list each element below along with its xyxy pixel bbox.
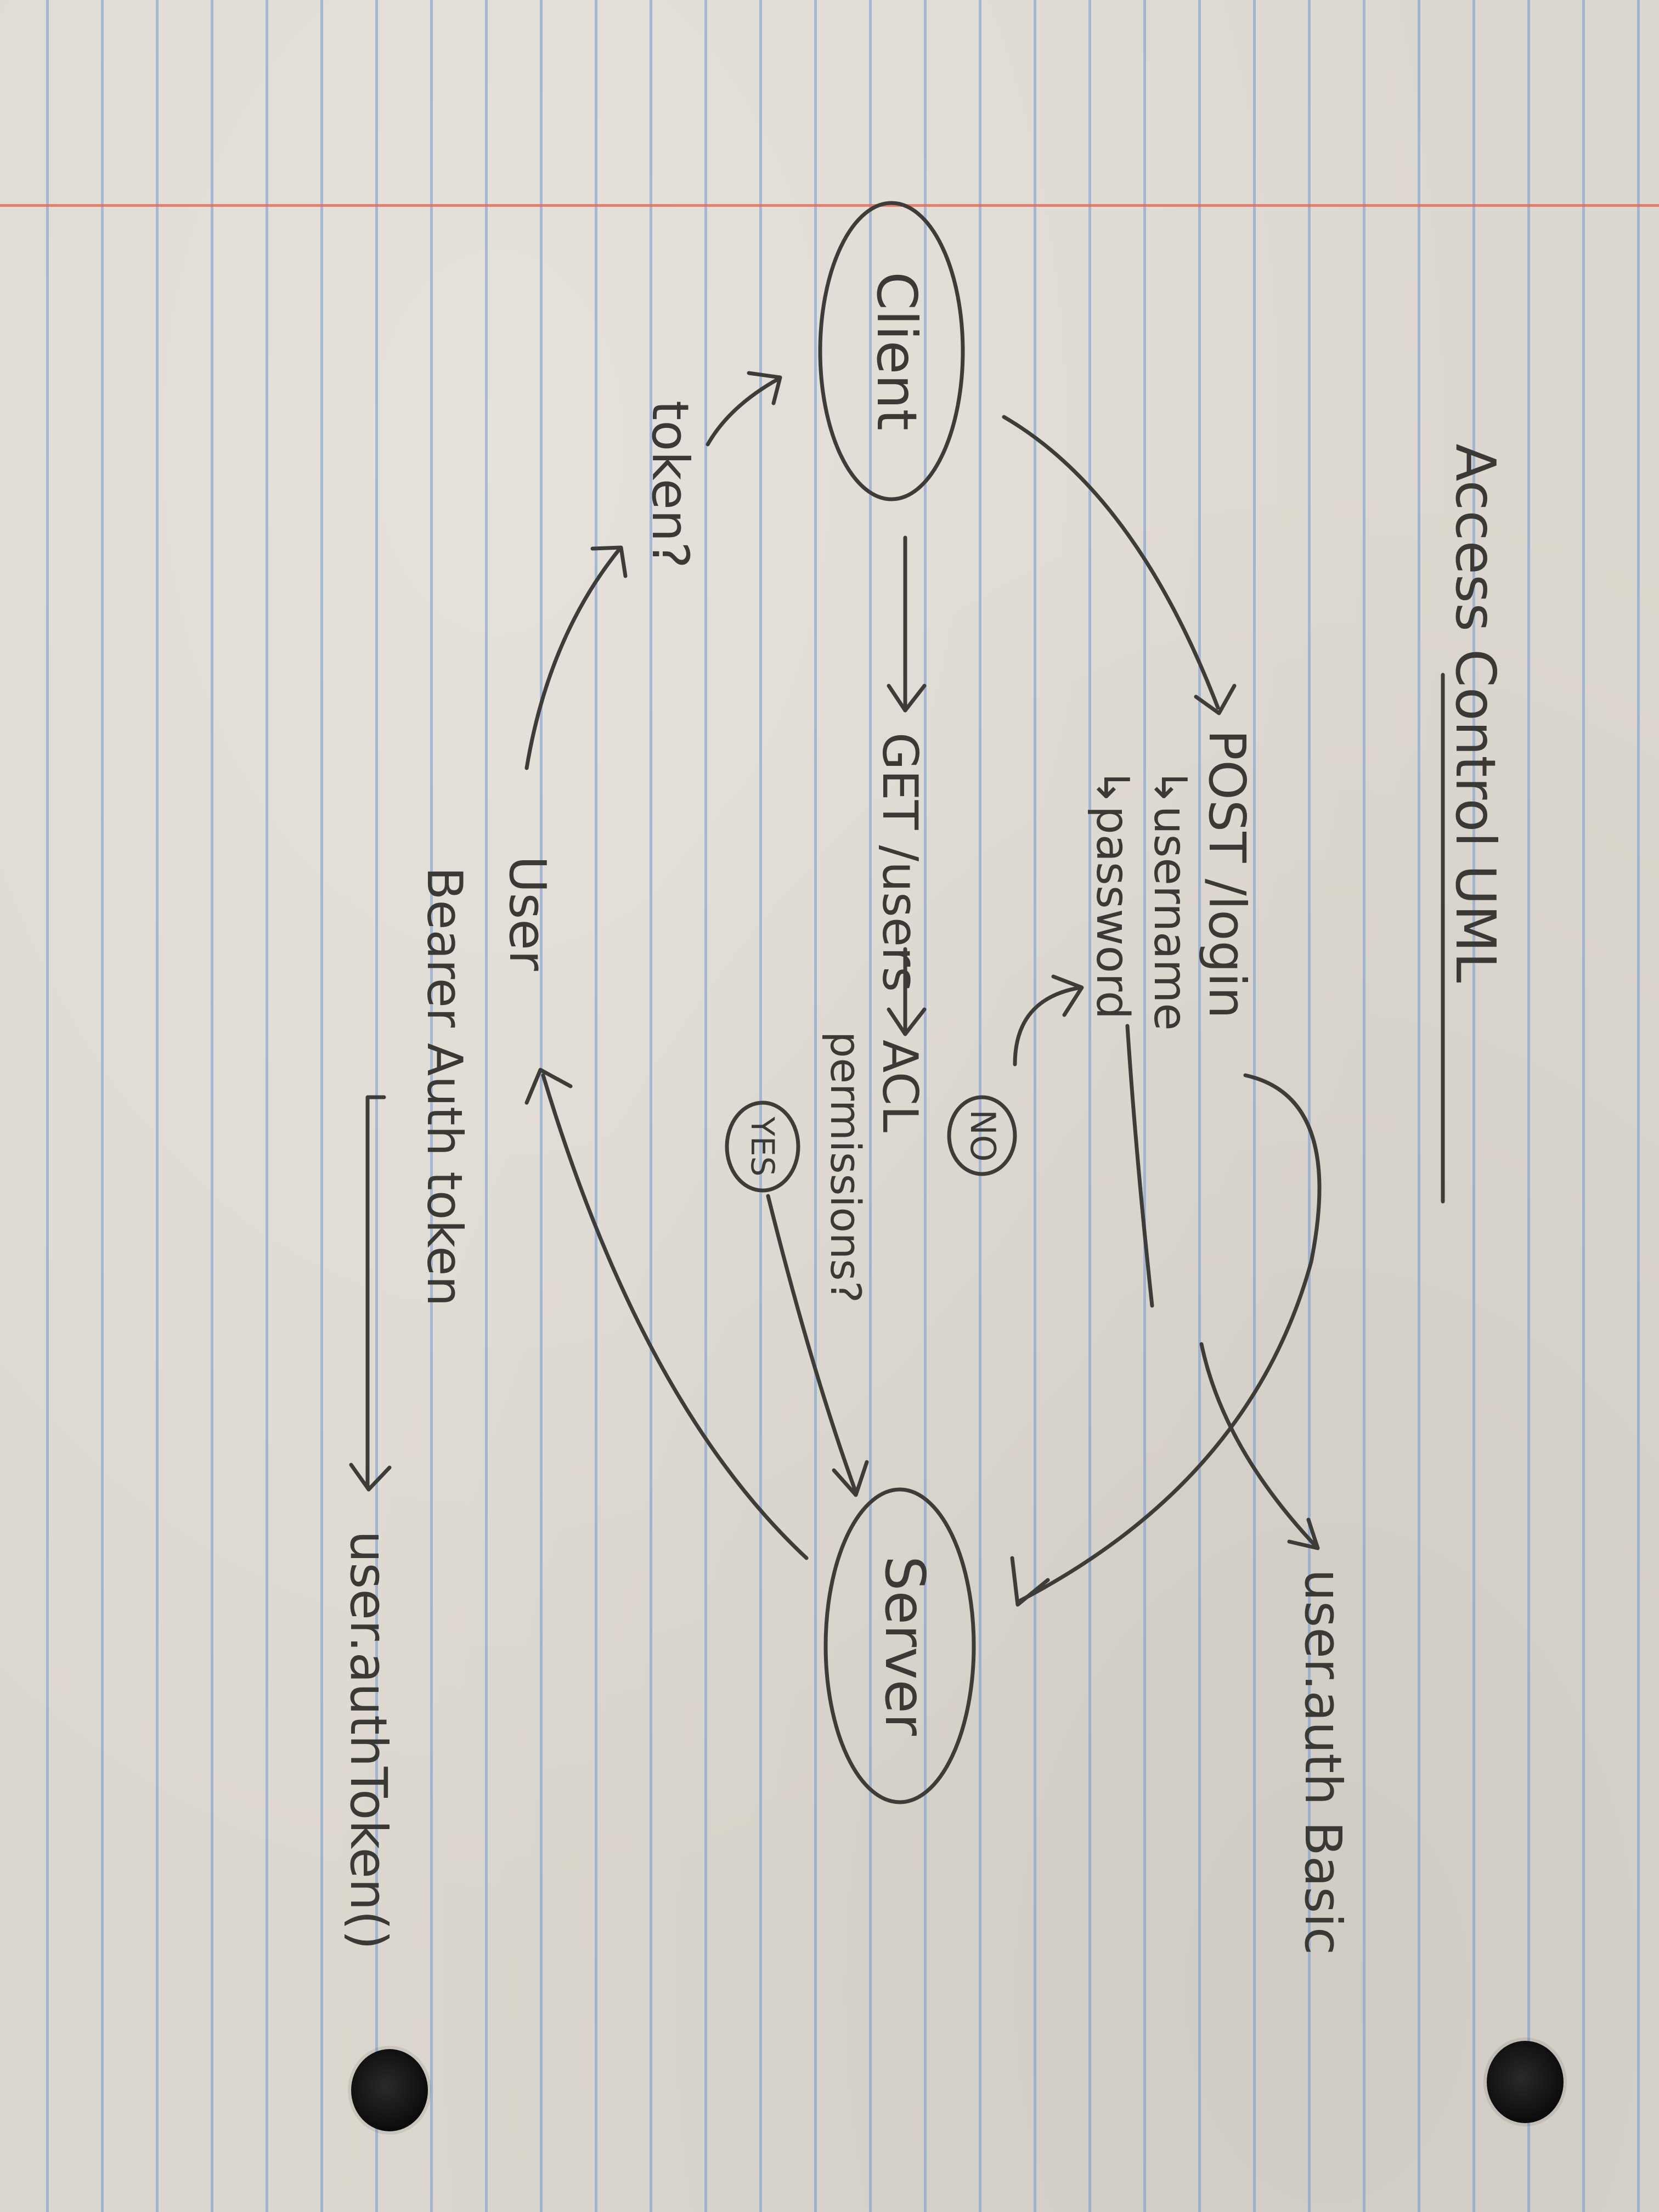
client-to-post-arrow <box>1002 415 1220 710</box>
client-node <box>818 201 965 501</box>
username-label: ↳username <box>1144 768 1196 1031</box>
client-to-get-arrowhead <box>887 684 927 713</box>
bearer-to-token-arrowhead <box>349 1463 392 1492</box>
token-question-label: token? <box>641 400 699 568</box>
yes-arrowhead <box>832 1460 869 1497</box>
yes-to-server-arrow <box>766 1194 858 1494</box>
user-label: User <box>498 856 557 971</box>
bearer-label: Bearer Auth token <box>416 867 473 1306</box>
permissions-label: permissions? <box>821 1031 870 1303</box>
client-to-post-arrowhead <box>1194 684 1237 715</box>
post-login-label: POST /login <box>1198 730 1256 1019</box>
no-label: NO <box>963 1109 1003 1161</box>
post-to-server-arrow <box>1015 1073 1322 1604</box>
user-auth-token-label: user.authToken() <box>339 1531 398 1950</box>
server-to-user-arrow <box>541 1073 809 1560</box>
bearer-to-token-arrow <box>365 1095 386 1489</box>
server-to-user-arrowhead <box>524 1068 573 1105</box>
no-to-password-arrow <box>1013 985 1083 1066</box>
server-node <box>823 1487 976 1804</box>
server-label: Server <box>873 1556 937 1736</box>
yes-circle <box>725 1101 800 1193</box>
post-to-server-arrowhead <box>1010 1556 1050 1607</box>
server-basic-arrowhead <box>1287 1517 1320 1550</box>
binder-hole-left <box>351 2049 428 2131</box>
yes-label: YES <box>744 1116 781 1177</box>
margin-line <box>0 204 1659 207</box>
user-to-token-arrowhead <box>590 545 628 578</box>
get-to-acl-arrowhead <box>887 1007 927 1036</box>
credentials-bracket <box>1125 1024 1154 1308</box>
diagram-title: Access Control UML <box>1443 444 1508 983</box>
user-auth-basic-label: user.auth Basic <box>1294 1569 1352 1955</box>
get-users-label: GET /users <box>872 732 928 992</box>
client-label: Client <box>865 272 929 431</box>
server-basic-arrow <box>1199 1342 1319 1549</box>
acl-label: ACL <box>872 1040 928 1132</box>
token-to-client-arrowhead <box>747 371 782 405</box>
token-to-client-arrow <box>706 376 781 447</box>
password-label: ↳password <box>1086 768 1138 1019</box>
no-circle <box>947 1095 1017 1176</box>
no-arrowhead <box>1051 974 1084 1017</box>
binder-hole-right <box>1487 2041 1564 2123</box>
user-to-token-arrow <box>524 546 622 770</box>
